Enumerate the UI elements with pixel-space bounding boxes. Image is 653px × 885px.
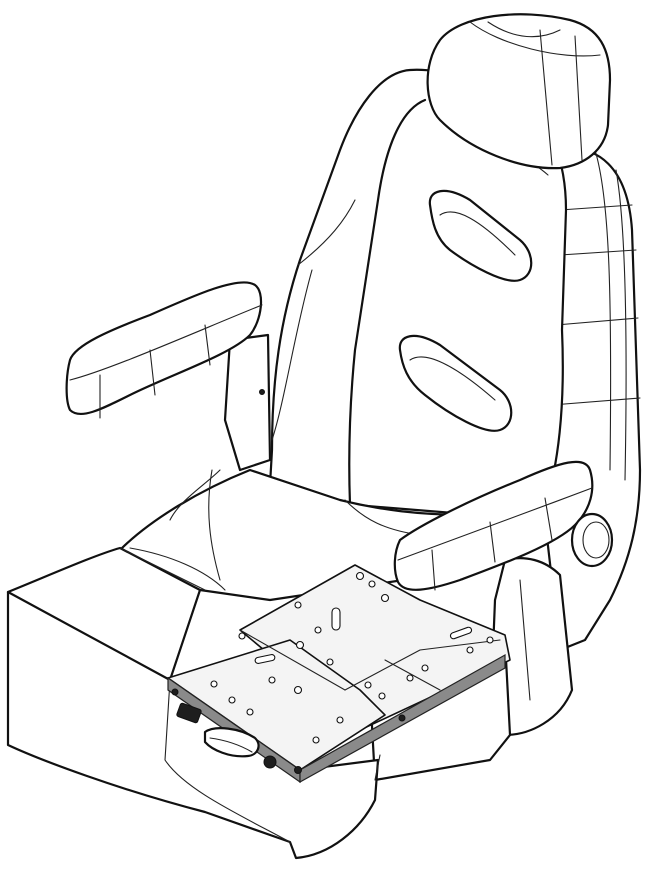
headrest-seam-3 bbox=[574, 35, 583, 161]
armrest-pivot-knob-face bbox=[582, 521, 610, 559]
armrest-pivot-knob bbox=[570, 512, 614, 568]
plate-slot-2 bbox=[254, 653, 276, 665]
rail-bolt bbox=[398, 714, 406, 722]
plate-seam-2 bbox=[344, 639, 501, 691]
plate-hole bbox=[294, 601, 302, 609]
plate-hole bbox=[466, 646, 474, 654]
backrest-shell-seam-2 bbox=[615, 169, 627, 481]
headrest bbox=[426, 13, 612, 170]
plate-hole bbox=[406, 674, 414, 682]
backrest-upper-slot bbox=[428, 189, 533, 282]
plate-hole bbox=[336, 716, 344, 724]
plate-seam-1 bbox=[239, 629, 346, 691]
plate-hole bbox=[210, 680, 218, 688]
right-armrest bbox=[393, 460, 614, 737]
backrest-inner-panel bbox=[348, 98, 427, 507]
left-armrest-edge bbox=[69, 304, 263, 381]
seat-cushion-left-bolster bbox=[208, 469, 221, 581]
left-armrest-screw bbox=[259, 389, 265, 395]
plate-hole bbox=[380, 593, 390, 603]
headrest-seam-4 bbox=[487, 21, 561, 38]
backrest-shell-seam-3 bbox=[559, 204, 633, 211]
left-armrest bbox=[65, 281, 272, 472]
plate-holes bbox=[210, 571, 494, 744]
backrest-upper-slot-depth bbox=[439, 211, 516, 256]
slider-release-handle bbox=[171, 688, 406, 774]
handle-grip bbox=[203, 727, 260, 758]
plate-seam-3 bbox=[384, 659, 441, 691]
rail-bolt bbox=[294, 766, 302, 774]
base-block bbox=[6, 546, 512, 860]
left-armrest-support bbox=[223, 333, 272, 472]
backrest-shell-seam-5 bbox=[555, 317, 639, 326]
backrest-shell-seam-1 bbox=[594, 149, 612, 471]
headrest-seam-1 bbox=[469, 21, 601, 57]
headrest-cushion bbox=[426, 13, 612, 170]
plate-slot-3 bbox=[449, 626, 473, 640]
backrest-shell-seam-4 bbox=[559, 249, 637, 256]
right-armrest-seam-1 bbox=[431, 549, 436, 591]
backrest-shell-seam-6 bbox=[551, 397, 641, 406]
plate-hole bbox=[246, 708, 254, 716]
backrest-lower-slot-depth bbox=[409, 356, 496, 401]
plate-hole bbox=[378, 692, 386, 700]
right-armrest-support-seam bbox=[519, 579, 531, 701]
plate-hole bbox=[421, 664, 429, 672]
handle-pivot-bolt bbox=[263, 755, 277, 769]
plate-hole bbox=[293, 685, 303, 695]
plate-hole bbox=[314, 626, 322, 634]
left-armrest-pad bbox=[65, 281, 263, 415]
base-front-curve bbox=[164, 679, 291, 843]
base-top-face bbox=[6, 546, 202, 682]
rail-bolt bbox=[171, 688, 179, 696]
plate-slot-1 bbox=[331, 607, 341, 631]
plate-hole bbox=[326, 658, 334, 666]
slider-mechanism bbox=[167, 564, 511, 784]
plate-hole bbox=[228, 696, 236, 704]
plate-hole bbox=[312, 736, 320, 744]
right-armrest-seam-2 bbox=[489, 521, 496, 563]
seat-cushion-seam-front bbox=[129, 547, 226, 591]
plate-hole bbox=[368, 580, 376, 588]
seat-cushion-seam-left bbox=[169, 469, 221, 521]
right-armrest-edge bbox=[397, 487, 593, 561]
handle-bracket bbox=[176, 702, 202, 724]
headrest-seam-2 bbox=[539, 29, 553, 166]
backrest-lower-slot bbox=[398, 334, 513, 432]
left-armrest-seam-3 bbox=[204, 324, 211, 366]
plate-hole bbox=[238, 632, 246, 640]
right-armrest-seam-3 bbox=[544, 497, 553, 541]
base-top-edge bbox=[119, 547, 206, 591]
handle-grip-edge bbox=[209, 737, 253, 753]
plate-hole bbox=[268, 676, 276, 684]
left-armrest-seam-2 bbox=[149, 349, 156, 396]
plate-hole bbox=[355, 571, 365, 581]
base-right-edge bbox=[374, 754, 381, 781]
backrest-side-seam bbox=[297, 199, 356, 266]
backrest-left-bolster bbox=[271, 269, 313, 441]
plate-hole bbox=[295, 640, 305, 650]
plate-hole bbox=[486, 636, 494, 644]
plate-hole bbox=[364, 681, 372, 689]
